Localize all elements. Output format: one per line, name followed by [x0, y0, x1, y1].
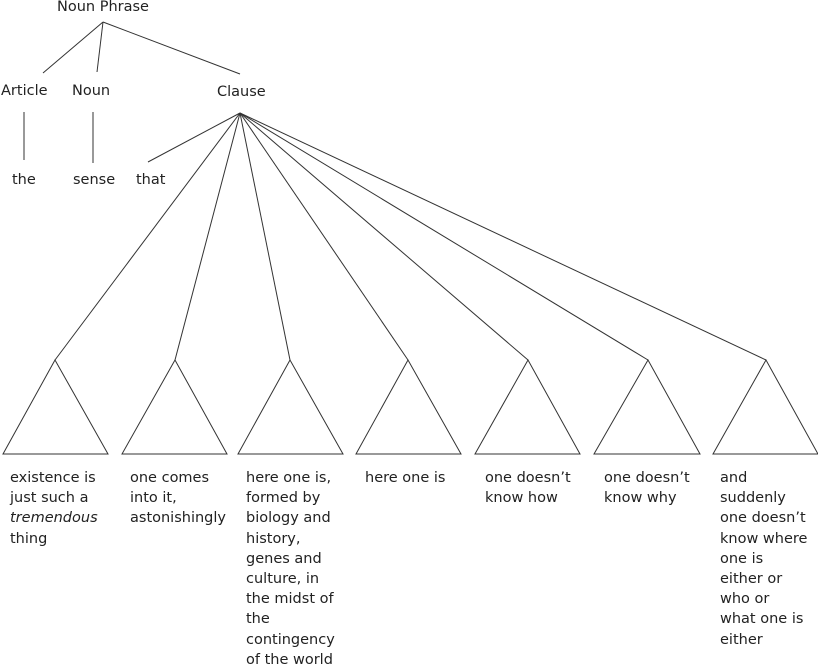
phrase-line: either or: [720, 571, 783, 588]
word-sense: sense: [73, 172, 116, 188]
phrase-triangle-3: [237, 358, 344, 455]
word-the: the: [12, 172, 36, 188]
phrase-triangle-5: [474, 358, 581, 455]
branch-np-clause: [102, 21, 241, 75]
phrase-line: thing: [10, 530, 48, 547]
branch-clause-phrase-3: [239, 112, 291, 361]
phrase-text-1: existence is just such a tremendous thin…: [10, 468, 98, 549]
clause-label: Clause: [217, 84, 266, 100]
article-label: Article: [1, 83, 48, 99]
phrase-text-3: here one is, formed by biology and histo…: [246, 468, 335, 670]
phrase-line: genes and: [246, 550, 322, 567]
phrase-line: either: [720, 631, 763, 648]
branch-clause-phrase-2: [174, 112, 241, 361]
word-that: that: [136, 172, 166, 188]
phrase-triangle-4: [355, 358, 462, 455]
phrase-line: know why: [604, 490, 677, 507]
phrase-triangle-2: [121, 358, 228, 455]
noun-label: Noun: [72, 83, 111, 99]
phrase-line: one doesn’t: [604, 470, 690, 486]
branch-clause-that: [147, 112, 241, 163]
branch-np-noun: [96, 21, 104, 73]
phrase-line: contingency: [246, 631, 335, 648]
phrase-line: biology and: [246, 510, 331, 527]
branch-clause-phrase-5: [239, 112, 529, 361]
phrase-text-2: one comes into it, astonishingly: [130, 468, 226, 529]
phrase-line: one doesn’t: [720, 510, 806, 527]
phrase-line: here one is: [365, 470, 446, 486]
phrase-line: the: [246, 611, 270, 628]
phrase-line: one doesn’t: [485, 470, 571, 486]
phrase-line: who or: [720, 591, 770, 608]
phrase-line: suddenly: [720, 490, 786, 507]
phrase-line: existence is: [10, 470, 96, 486]
phrase-line: one comes: [130, 470, 210, 486]
phrase-line: what one is: [720, 611, 804, 628]
phrase-line: just such a: [10, 490, 89, 507]
noun-phrase-label: Noun Phrase: [57, 0, 149, 15]
phrase-line: and: [720, 470, 748, 486]
phrase-line-italic: tremendous: [10, 510, 98, 527]
phrase-line: the midst of: [246, 591, 334, 608]
phrase-line: know where: [720, 530, 808, 547]
phrase-line: into it,: [130, 490, 177, 507]
phrase-line: formed by: [246, 490, 321, 507]
phrase-triangle-7: [712, 358, 818, 455]
phrase-text-7: and suddenly one doesn’t know where one …: [720, 468, 807, 650]
phrase-triangle-1: [2, 358, 109, 455]
phrase-line: here one is,: [246, 470, 332, 486]
phrase-text-4: here one is: [365, 468, 445, 488]
phrase-line: one is: [720, 550, 764, 567]
phrase-text-5: one doesn’t know how: [485, 468, 571, 508]
branch-clause-phrase-7: [239, 112, 767, 361]
phrase-line: astonishingly: [130, 510, 226, 527]
phrase-line: know how: [485, 490, 558, 507]
branch-clause-phrase-4: [239, 112, 409, 361]
phrase-line: history,: [246, 530, 301, 547]
phrase-line: culture, in: [246, 571, 320, 588]
branch-np-article: [42, 21, 104, 74]
phrase-text-6: one doesn’t know why: [604, 468, 690, 508]
branch-clause-phrase-1: [54, 112, 241, 361]
phrase-triangle-6: [593, 358, 701, 455]
branch-clause-phrase-6: [239, 112, 649, 361]
phrase-line: of the world: [246, 651, 333, 668]
